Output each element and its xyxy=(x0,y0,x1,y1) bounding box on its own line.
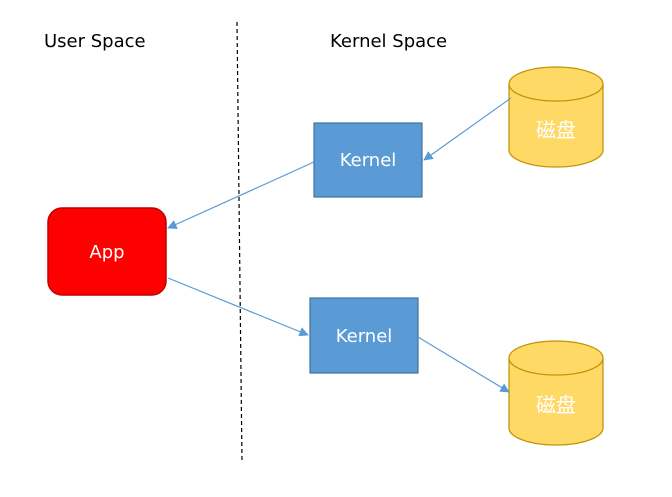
disk-bottom-node: 磁盘 xyxy=(508,340,604,446)
kernel-space-label: Kernel Space xyxy=(330,31,447,52)
disk-bottom-label: 磁盘 xyxy=(536,393,576,417)
space-divider xyxy=(236,21,243,463)
user-space-label: User Space xyxy=(44,31,146,52)
arrow-app-to-kernel-bottom xyxy=(167,277,309,337)
kernel-top-node: Kernel xyxy=(313,122,423,198)
disk-top-node: 磁盘 xyxy=(508,66,604,168)
arrow-kernel-top-to-app xyxy=(167,161,315,229)
app-label: App xyxy=(89,242,124,263)
arrow-disk-to-kernel-top xyxy=(423,97,512,161)
app-node: App xyxy=(47,207,167,296)
kernel-bottom-label: Kernel xyxy=(336,326,393,347)
kernel-bottom-node: Kernel xyxy=(309,297,419,374)
arrow-kernel-bottom-to-disk xyxy=(417,336,510,393)
disk-top-label: 磁盘 xyxy=(536,118,576,142)
kernel-top-label: Kernel xyxy=(340,150,397,171)
